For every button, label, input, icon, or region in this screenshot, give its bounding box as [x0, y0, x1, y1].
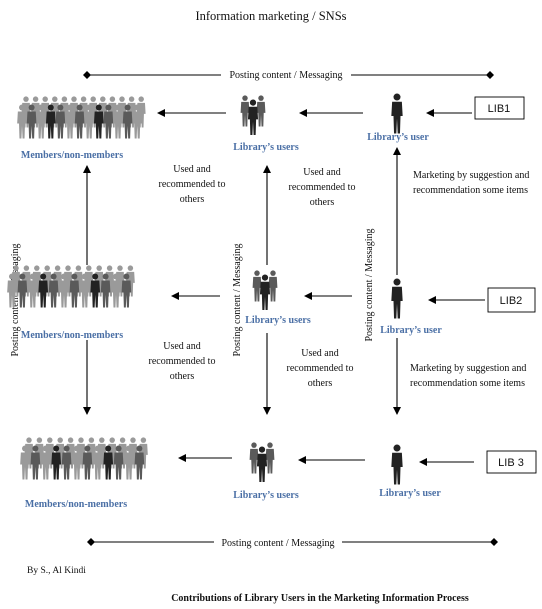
person-figure [256, 446, 268, 482]
person-figure [265, 442, 275, 474]
person-figure [268, 270, 278, 302]
person-figure [240, 95, 250, 127]
person-icon [391, 278, 403, 319]
library-user-label: Library’s user [367, 132, 429, 143]
marketing-note-2a: Marketing by suggestion and [410, 363, 526, 374]
lib1-label: LIB1 [488, 103, 511, 115]
used-note-3b: recommended to [149, 356, 216, 367]
library-users-label-3: Library’s users [233, 490, 299, 501]
people-group-icon [240, 95, 266, 135]
used-note-2a: Used and [303, 167, 341, 178]
used-note-4b: recommended to [287, 363, 354, 374]
figure-caption: Contributions of Library Users in the Ma… [171, 593, 469, 604]
crowd-icon [17, 96, 146, 139]
used-note-1a: Used and [173, 164, 211, 175]
marketing-note-1b: recommendation some items [413, 185, 528, 196]
person-figure [391, 93, 403, 134]
person-figure [256, 95, 266, 127]
members-label: Members/non-members [21, 150, 123, 161]
used-note-4a: Used and [301, 348, 339, 359]
people-group-icon [249, 442, 275, 482]
used-note-3c: others [170, 371, 195, 382]
person-figure [247, 99, 259, 135]
library-user-label-3: Library’s user [379, 488, 441, 499]
members-label-2: Members/non-members [21, 330, 123, 341]
lib3-box [486, 450, 537, 474]
posting-label-right: Posting content / Messaging [364, 228, 375, 341]
marketing-note-1a: Marketing by suggestion and [413, 170, 529, 181]
lib2-label: LIB2 [500, 295, 523, 307]
crowd-icon [20, 437, 148, 480]
posting-label-top: Posting content / Messaging [229, 70, 342, 81]
person-figure [259, 274, 271, 310]
credit-text: By S., Al Kindi [27, 566, 86, 576]
diagram-title: Information marketing / SNSs [195, 9, 346, 23]
used-note-4c: others [308, 378, 333, 389]
crowd-icon [7, 265, 135, 308]
person-figure [249, 442, 259, 474]
lib3-label: LIB 3 [498, 457, 524, 469]
library-users-label: Library’s users [233, 142, 299, 153]
posting-label-mid: Posting content / Messaging [232, 243, 243, 356]
person-figure [252, 270, 262, 302]
person-icon [391, 444, 403, 485]
used-note-2c: others [310, 197, 335, 208]
lib2-box [487, 287, 536, 313]
person-figure [391, 444, 403, 485]
posting-label-bottom: Posting content / Messaging [221, 538, 334, 549]
used-note-1c: others [180, 194, 205, 205]
lib1-box [474, 96, 525, 120]
marketing-note-2b: recommendation some items [410, 378, 525, 389]
used-note-1b: recommended to [159, 179, 226, 190]
members-label-3: Members/non-members [25, 499, 127, 510]
library-users-label-2: Library’s users [245, 315, 311, 326]
used-note-3a: Used and [163, 341, 201, 352]
library-user-label-2: Library’s user [380, 325, 442, 336]
person-figure [391, 278, 403, 319]
people-group-icon [252, 270, 278, 310]
person-icon [391, 93, 403, 134]
used-note-2b: recommended to [289, 182, 356, 193]
posting-label-left: Posting content / Messaging [10, 243, 21, 356]
